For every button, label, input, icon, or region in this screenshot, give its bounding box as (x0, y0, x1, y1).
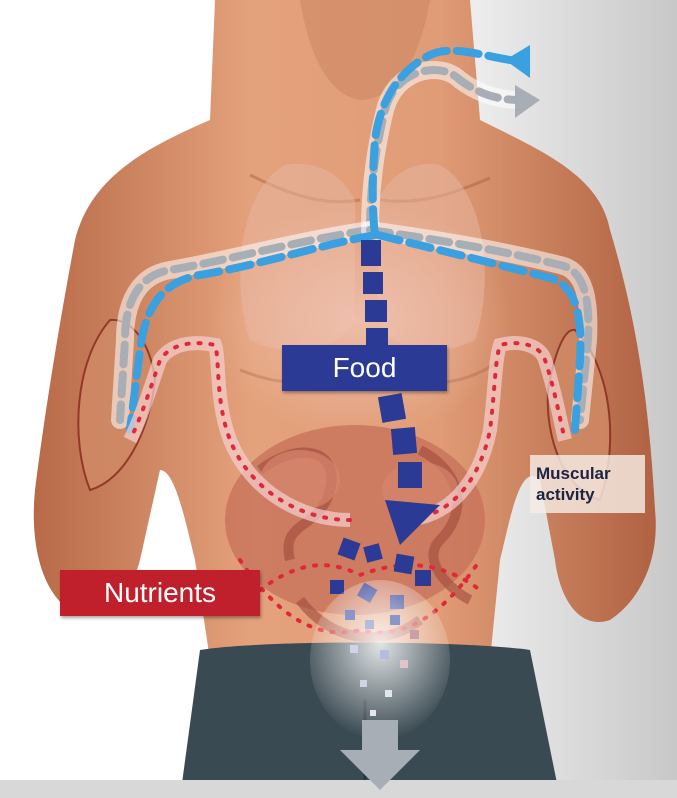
table-edge (0, 780, 677, 798)
food-label-text: Food (333, 352, 397, 384)
nutrients-label: Nutrients (60, 570, 260, 616)
muscular-activity-label: Muscular activity (530, 455, 645, 513)
muscular-label-line2: activity (536, 484, 595, 505)
nutrients-label-text: Nutrients (104, 577, 216, 609)
digestion-glow (310, 580, 450, 740)
food-label: Food (282, 345, 447, 391)
muscular-label-line1: Muscular (536, 463, 611, 484)
